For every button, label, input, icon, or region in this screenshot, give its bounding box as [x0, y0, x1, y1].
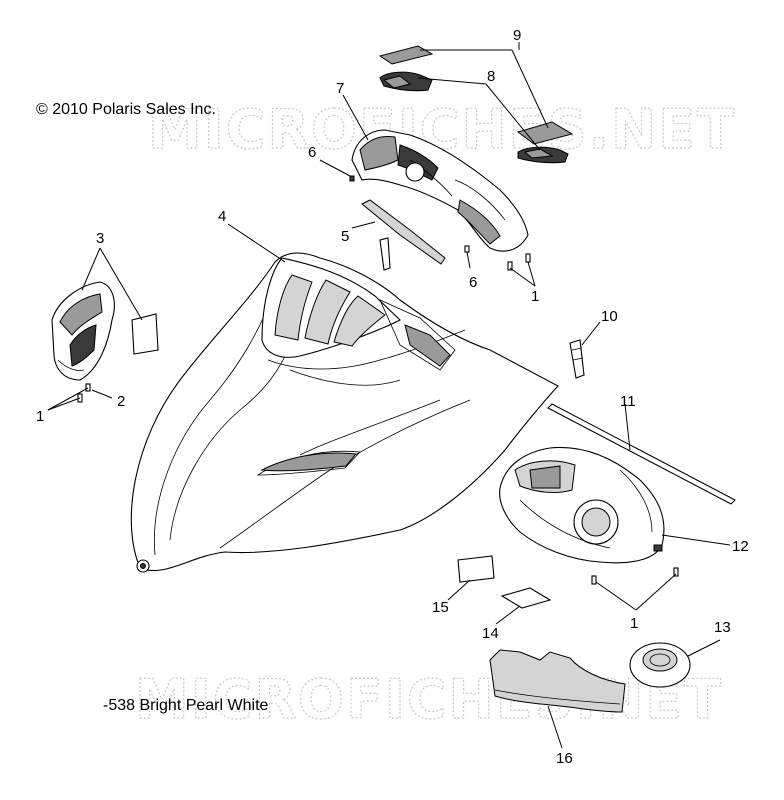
- callout-10: 10: [601, 308, 618, 325]
- trim-strip-part-5: [361, 199, 446, 265]
- console-part-7: [351, 129, 529, 252]
- clip-part-10: [569, 339, 585, 379]
- callout-16: 16: [556, 750, 573, 767]
- gauge-part-8: [379, 71, 433, 92]
- callout-15: 15: [432, 599, 449, 616]
- callout-labels: 9 8 7 6 5 4 3 6 1 10 2 1 11 12 15 1 13 1…: [36, 27, 749, 767]
- callout-2: 2: [117, 393, 125, 410]
- side-panel-part-3: [51, 281, 115, 381]
- decal-part-3: [131, 313, 159, 355]
- callout-7: 7: [336, 80, 344, 97]
- callout-4: 4: [218, 208, 226, 225]
- callout-3: 3: [96, 230, 104, 247]
- callout-6-top: 6: [308, 144, 316, 161]
- rivet-part-1-pan: [591, 567, 679, 585]
- gauge-part-8-lower: [517, 146, 569, 164]
- callout-13: 13: [714, 619, 731, 636]
- rivet-part-1-console: [507, 253, 531, 271]
- belly-pan-part-12: [499, 446, 665, 564]
- screw-part-6-mid: [464, 245, 470, 253]
- grommet-part-13: [629, 642, 691, 688]
- skid-plate-part-16: [489, 649, 626, 713]
- callout-1-pan: 1: [630, 615, 638, 632]
- pad-part-9-lower: [516, 121, 574, 145]
- callout-14: 14: [482, 625, 499, 642]
- callout-6-mid: 6: [469, 274, 477, 291]
- decal-part-14: [500, 587, 552, 609]
- callout-8: 8: [487, 68, 495, 85]
- callout-1-console: 1: [531, 288, 539, 305]
- callout-5: 5: [341, 228, 349, 245]
- color-note: -538 Bright Pearl White: [103, 697, 269, 714]
- pad-part-9: [378, 45, 434, 65]
- hood-part-4: [130, 252, 559, 573]
- callout-12: 12: [732, 538, 749, 555]
- trim-strip-part-11: [547, 403, 736, 505]
- callout-1-left: 1: [36, 408, 44, 425]
- copyright-text: © 2010 Polaris Sales Inc.: [36, 101, 216, 118]
- decal-part-15: [457, 555, 495, 583]
- clip-part-center: [379, 237, 391, 271]
- callout-11: 11: [620, 393, 636, 410]
- callout-9: 9: [513, 27, 521, 44]
- leader-lines: [47, 42, 731, 749]
- screw-part-6-top: [349, 175, 355, 182]
